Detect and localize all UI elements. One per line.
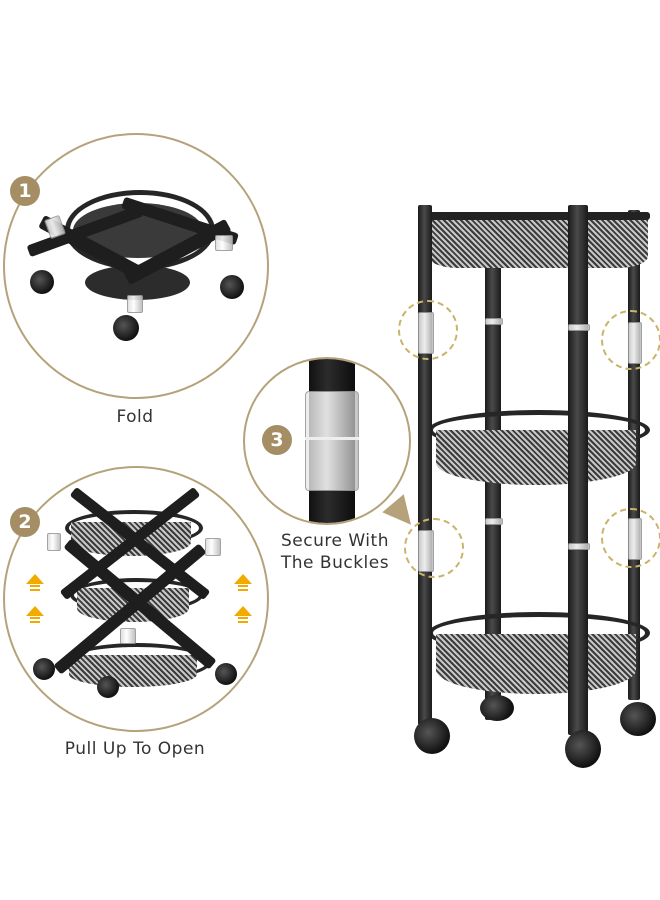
step-1-badge: 1	[10, 176, 40, 206]
buckle-highlight	[398, 300, 458, 360]
buckle-highlight	[601, 508, 660, 568]
wheel	[414, 718, 450, 754]
wheel	[565, 730, 601, 768]
wheel	[620, 702, 656, 736]
step-3-label: Secure With The Buckles	[270, 530, 400, 574]
buckle-closeup-image	[305, 359, 359, 523]
buckle-highlight	[601, 310, 660, 370]
up-arrow-icon	[26, 606, 44, 619]
step-2-label: Pull Up To Open	[64, 739, 206, 759]
step-1-callout	[3, 133, 269, 399]
up-arrow-icon	[234, 574, 252, 587]
main-cart-image	[410, 200, 660, 780]
buckle-highlight	[404, 518, 464, 578]
step-3-callout	[243, 357, 411, 525]
expanding-cart-image	[33, 486, 237, 708]
folded-cart-image	[25, 185, 250, 355]
wheel	[480, 695, 514, 721]
step-3-badge: 3	[262, 425, 292, 455]
up-arrow-icon	[26, 574, 44, 587]
step-2-callout	[3, 466, 269, 732]
step-3-label-line2: The Buckles	[280, 553, 390, 573]
step-2-badge: 2	[10, 507, 40, 537]
step-3-label-line1: Secure With	[281, 531, 389, 551]
step-1-label: Fold	[116, 407, 154, 427]
up-arrow-icon	[234, 606, 252, 619]
